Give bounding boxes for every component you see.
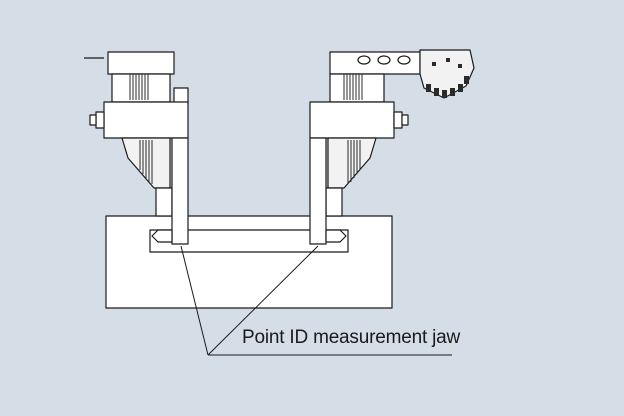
- thumb-wheel-teeth: [426, 58, 469, 98]
- right-point-tip: [325, 229, 347, 243]
- left-jaw-body: [111, 73, 171, 103]
- workpiece: [105, 215, 393, 309]
- left-jaw-top-block: [107, 51, 175, 75]
- leader-line-left: [180, 245, 209, 356]
- right-clamp-housing: [309, 101, 395, 139]
- right-scale-ovals: [357, 55, 411, 65]
- right-jaw-neck: [325, 187, 343, 217]
- right-knurl-lines: [343, 74, 363, 100]
- left-taper-hatching: [139, 140, 153, 184]
- right-jaw-assembly: [309, 49, 475, 245]
- right-jaw-blade: [309, 137, 327, 245]
- point-id-jaw-label: Point ID measurement jaw: [242, 327, 461, 348]
- left-knurl-lines: [129, 74, 149, 100]
- left-point-tip: [151, 229, 173, 243]
- bore-slot: [149, 229, 349, 253]
- right-clamp-screw-head: [401, 114, 409, 126]
- right-jaw-body: [329, 73, 385, 103]
- leader-line-right: [207, 245, 319, 356]
- left-jaw-assembly: [84, 51, 189, 245]
- right-taper-hatching: [347, 140, 361, 184]
- left-jaw-blade: [171, 137, 189, 245]
- left-jaw-neck: [155, 187, 173, 217]
- left-clamp-screw-head: [89, 114, 97, 126]
- left-clamp-screw: [95, 111, 105, 129]
- left-clamp-housing: [103, 101, 189, 139]
- right-tapered-jaw: [327, 137, 377, 189]
- right-clamp-screw: [393, 111, 403, 129]
- annotation-leaders: [180, 245, 452, 356]
